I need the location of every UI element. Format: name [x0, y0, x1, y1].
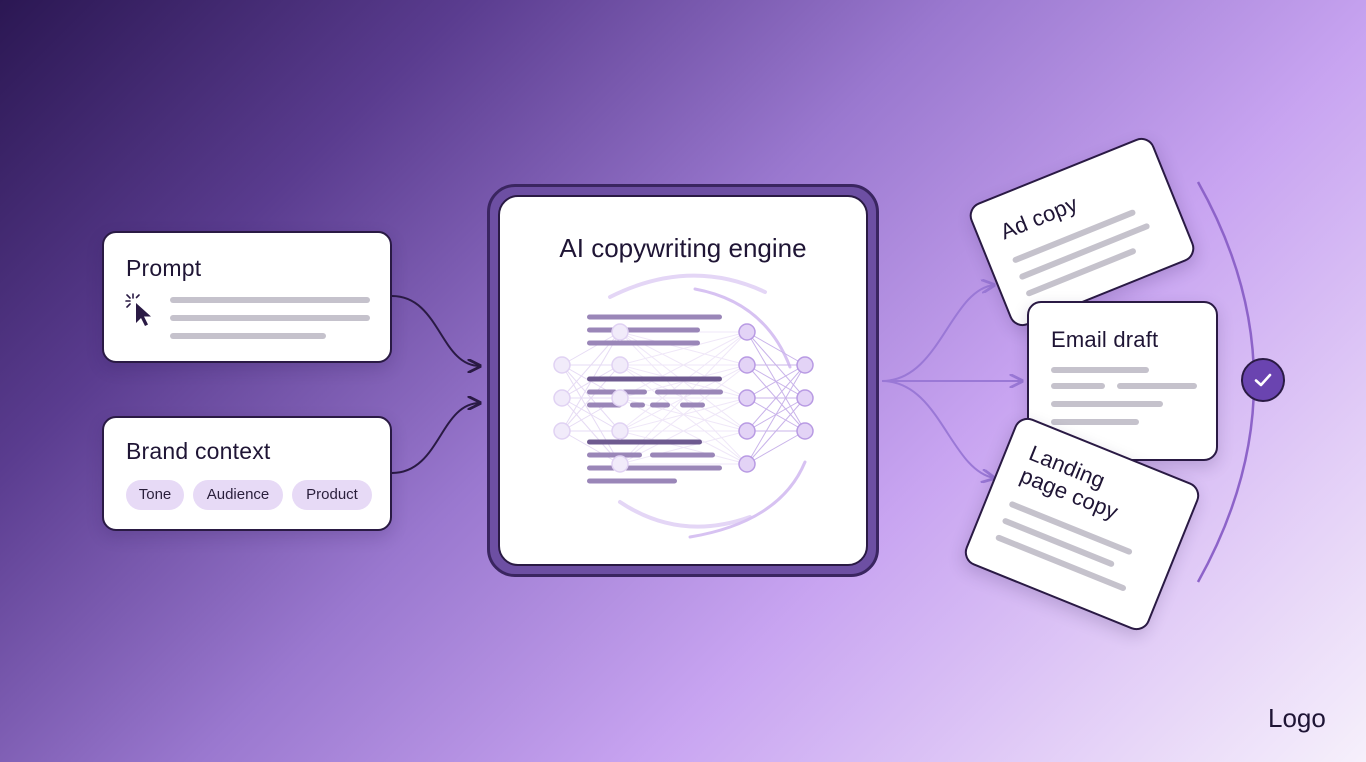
text-line-bar — [587, 439, 702, 445]
logo: Logo — [1268, 703, 1326, 733]
text-line-bar — [622, 389, 647, 395]
text-line-bar — [587, 376, 722, 382]
text-line-bar — [587, 465, 722, 471]
text-line-bar — [640, 327, 700, 333]
nn-node — [611, 323, 629, 341]
nn-node — [796, 422, 814, 440]
ai-engine-frame: AI copywriting engine — [487, 184, 879, 577]
arrow-engine-to-ad — [881, 285, 994, 382]
nn-node — [611, 389, 629, 407]
arrow-engine-to-landing — [881, 380, 994, 478]
arrow-prompt-to-engine — [391, 295, 480, 366]
text-line-bar — [587, 452, 642, 458]
text-line-bar — [587, 389, 617, 395]
nn-edge — [619, 397, 748, 465]
nn-edge — [619, 364, 748, 465]
engine-title: AI copywriting engine — [559, 233, 807, 263]
nn-edge — [619, 331, 748, 399]
nn-edge — [561, 364, 621, 432]
nn-edge — [746, 364, 806, 399]
nn-node — [611, 422, 629, 440]
prompt-title: Prompt — [126, 255, 202, 281]
ai-engine-panel: AI copywriting engine — [498, 195, 868, 566]
nn-node — [611, 455, 629, 473]
text-line-bar — [650, 340, 700, 346]
nn-node — [611, 356, 629, 374]
nn-node — [796, 389, 814, 407]
nn-edge — [561, 331, 621, 366]
nn-node — [796, 356, 814, 374]
nn-edge — [619, 430, 748, 465]
text-line-bar — [630, 402, 645, 408]
nn-edge — [746, 430, 806, 465]
text-line-bar — [650, 452, 715, 458]
nn-edge — [746, 331, 806, 366]
nn-node — [738, 356, 756, 374]
nn-edge — [746, 364, 806, 432]
text-line-bar — [587, 402, 622, 408]
brand-context-card: Brand context Tone Audience Product — [102, 416, 392, 531]
engine-arc-top — [608, 273, 767, 299]
nn-node — [738, 389, 756, 407]
arrow-brand-to-engine — [391, 403, 480, 474]
text-line-bar — [650, 402, 670, 408]
cursor-click-icon — [124, 291, 164, 336]
nn-node — [553, 356, 571, 374]
nn-node — [738, 323, 756, 341]
chip-product: Product — [292, 480, 372, 510]
nn-node — [738, 422, 756, 440]
check-icon — [1252, 369, 1274, 391]
brand-context-title: Brand context — [126, 438, 271, 464]
nn-node — [553, 422, 571, 440]
nn-edge — [561, 430, 621, 465]
check-badge — [1241, 358, 1285, 402]
engine-arc-bottom — [618, 500, 752, 529]
chip-audience: Audience — [193, 480, 283, 510]
engine-arc-bottom-right — [688, 460, 807, 539]
text-line-bar — [655, 389, 723, 395]
nn-node — [553, 389, 571, 407]
prompt-card: Prompt — [102, 231, 392, 363]
neural-network-icon — [553, 273, 814, 539]
nn-edge — [746, 364, 806, 465]
chip-tone: Tone — [126, 480, 184, 510]
text-line-bar — [680, 402, 705, 408]
text-line-bar — [587, 478, 677, 484]
text-line-bar — [587, 314, 722, 320]
nn-edge — [746, 397, 806, 465]
output-title-email-draft: Email draft — [1051, 327, 1159, 352]
nn-node — [738, 455, 756, 473]
nn-edge — [619, 331, 748, 366]
